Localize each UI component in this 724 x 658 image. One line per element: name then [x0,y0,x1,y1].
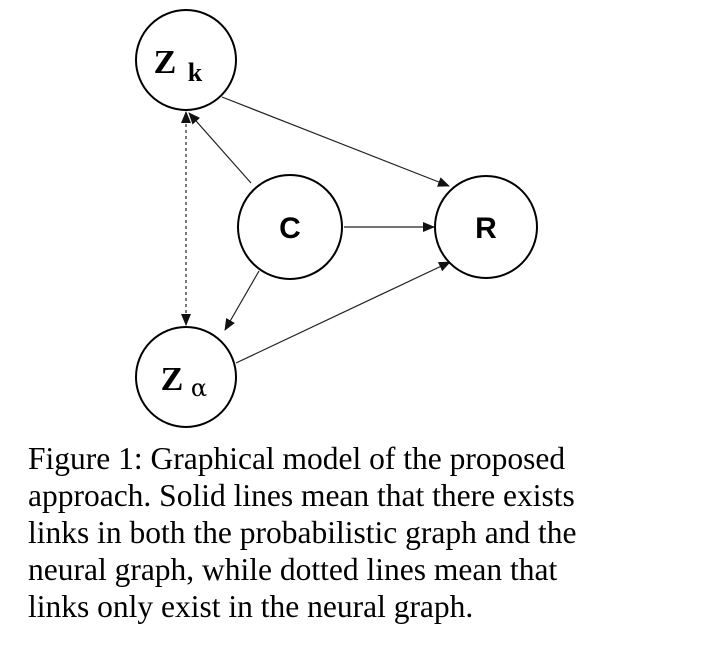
node-zk-label: Z [154,44,177,81]
edges [181,96,451,364]
node-r: R [434,175,538,279]
node-za-subscript: α [191,374,207,402]
caption-line: links only exist in the neural graph. [28,589,474,624]
node-zk-subscript: k [188,58,203,87]
node-c: C [237,174,343,280]
edge-za-to-r [235,261,451,364]
edge-c-to-za [224,270,260,331]
node-r-label: R [475,212,497,245]
graphical-model-diagram: Z k C R Z α [135,9,538,428]
caption-line: links in both the probabilistic graph an… [28,515,577,550]
caption-line: neural graph, while dotted lines mean th… [28,552,558,587]
edge-zk-to-r [221,96,450,187]
node-za: Z α [135,326,237,428]
edge-c-to-zk [188,112,252,184]
caption-line: Figure 1: Graphical model of the propose… [28,441,566,476]
node-zk: Z k [135,9,237,111]
node-za-label: Z [161,361,184,398]
caption-line: approach. Solid lines mean that there ex… [28,478,575,513]
node-c-label: C [279,212,301,245]
figure-caption: Figure 1: Graphical model of the propose… [28,440,708,625]
